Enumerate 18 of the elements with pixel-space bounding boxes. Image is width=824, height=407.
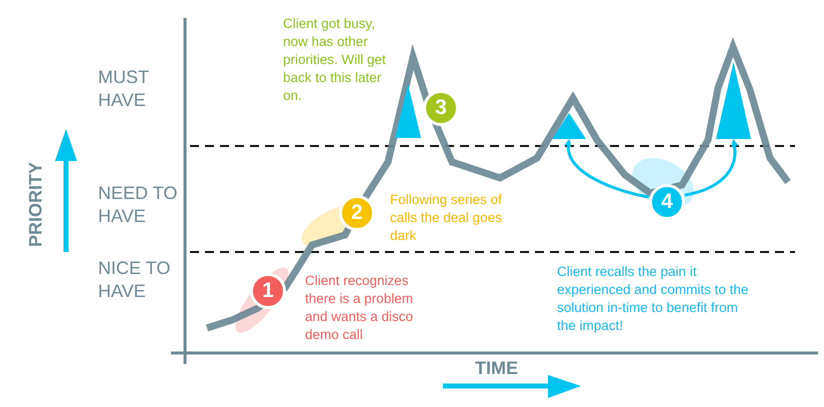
peak-triangle (716, 62, 751, 139)
axis-title: TIME (475, 357, 518, 380)
peak-triangle (552, 113, 586, 139)
peak-triangle (395, 84, 421, 138)
step-number-circle: 2 (339, 195, 375, 231)
priority-level-label: NICE TO HAVE (98, 257, 172, 303)
arrow (564, 139, 649, 198)
priority-level-label: MUST HAVE (98, 66, 150, 112)
annotation-text: Client recalls the pain it experienced and commits to the solution in-time to benefit from the impact! (557, 263, 750, 335)
annotation-text: Following series of calls the deal goes dark (390, 191, 502, 245)
annotation-text: Client recognizes there is a problem and wants a disco demo call (305, 272, 414, 344)
arrow (684, 139, 738, 197)
step-number-circle: 1 (250, 273, 286, 309)
step-number-circle: 3 (423, 90, 459, 126)
annotation-text: Client got busy, now has other priorities. Will get back to this later on. (283, 15, 387, 105)
step-number-circle: 4 (649, 184, 685, 220)
priority-level-label: NEED TO HAVE (98, 182, 178, 228)
axis-title: PRIORITY (24, 161, 46, 250)
